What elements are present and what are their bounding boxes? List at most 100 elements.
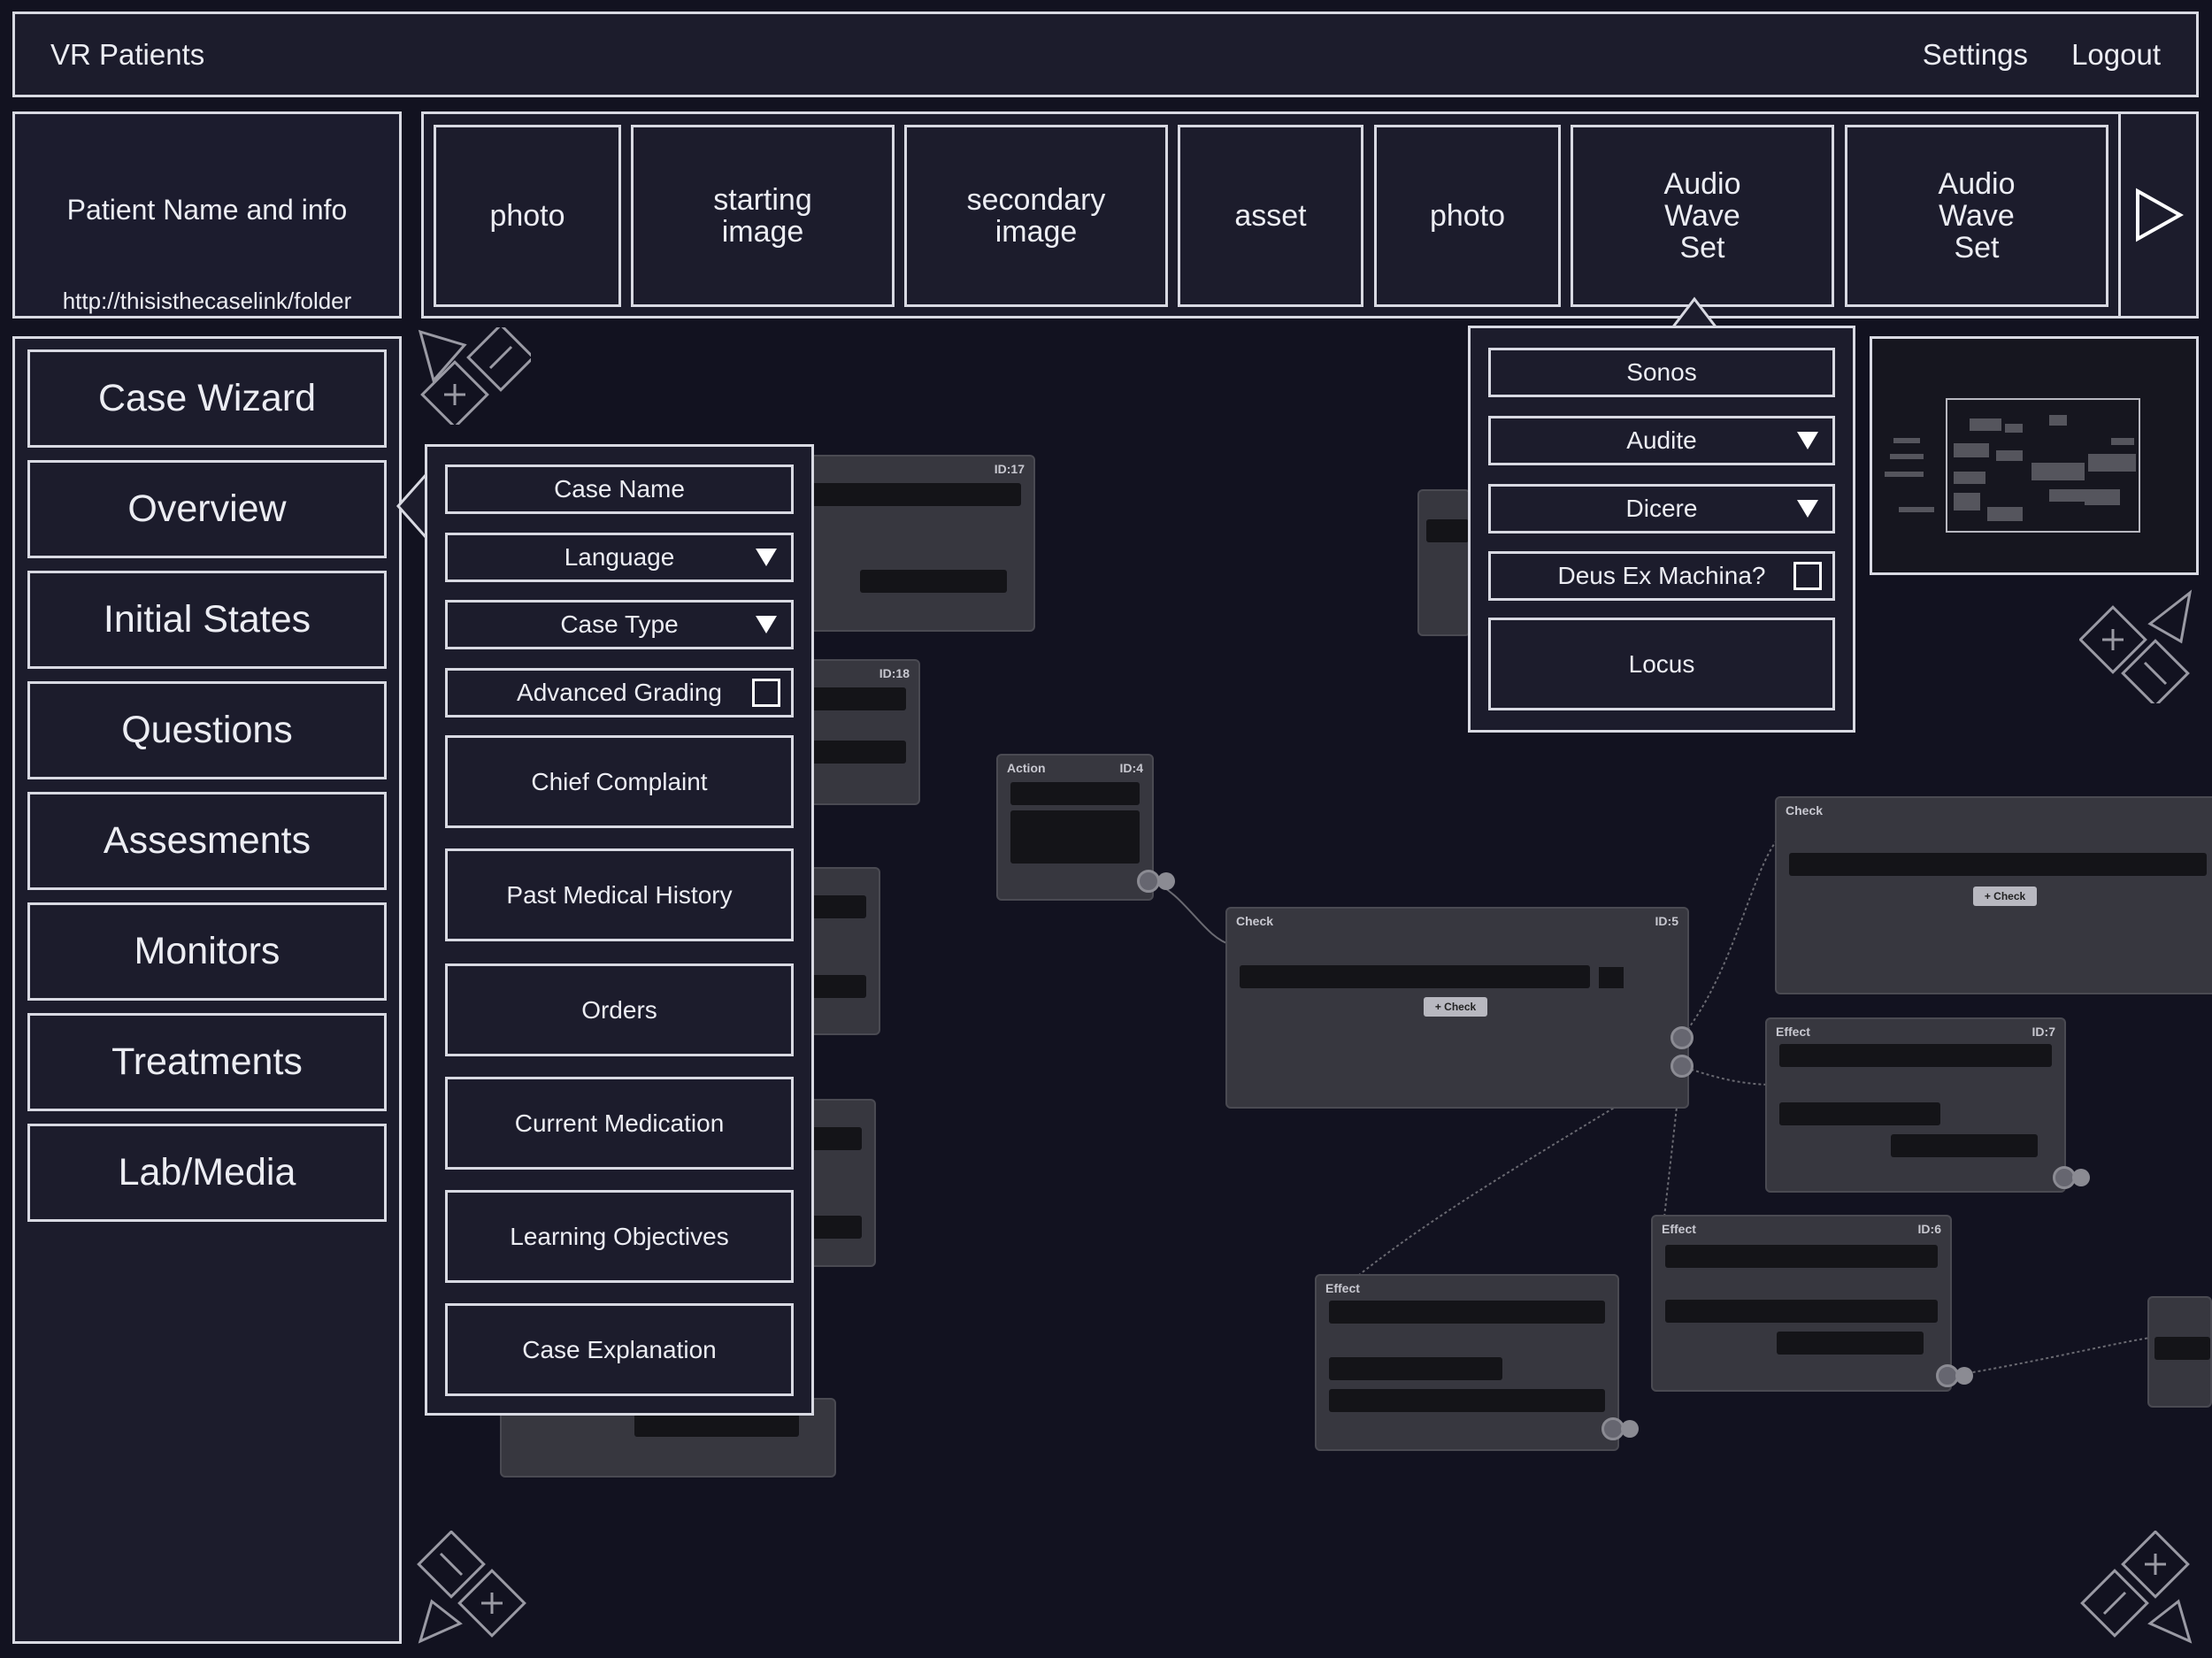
field-label: Current Medication	[514, 1109, 725, 1137]
dropdown-arrow-icon	[756, 616, 777, 633]
locus-field[interactable]: Locus	[1488, 618, 1835, 710]
checkbox-icon[interactable]	[1793, 562, 1822, 590]
advanced-grading-toggle[interactable]: Advanced Grading	[445, 668, 794, 718]
node-title: Check	[1786, 803, 1824, 817]
asset-label: Set	[1954, 231, 2000, 265]
current-medication-field[interactable]: Current Medication	[445, 1077, 794, 1170]
node-id: ID:7	[2032, 1025, 2055, 1039]
field-label: Language	[564, 543, 675, 571]
node-id: ID:4	[1119, 761, 1143, 775]
app-header: VR Patients Settings Logout	[12, 12, 2199, 97]
field-label: Past Medical History	[506, 880, 733, 909]
node-field	[1329, 1389, 1605, 1412]
case-type-select[interactable]: Case Type	[445, 600, 794, 649]
asset-label: Wave	[1664, 199, 1740, 233]
orders-field[interactable]: Orders	[445, 963, 794, 1056]
field-label: Sonos	[1626, 358, 1697, 386]
field-label: Chief Complaint	[531, 767, 708, 795]
checkbox-icon[interactable]	[752, 679, 780, 707]
case-link[interactable]: http://thisisthecaselink/folder	[62, 288, 352, 314]
learning-objectives-field[interactable]: Learning Objectives	[445, 1190, 794, 1283]
zoom-controls-bottom-right[interactable]	[2079, 1531, 2194, 1646]
add-connection-icon[interactable]	[1157, 872, 1175, 890]
graph-node[interactable]	[2147, 1296, 2212, 1408]
graph-node-effect[interactable]: Effect	[1315, 1274, 1619, 1451]
node-title: Effect	[1325, 1281, 1360, 1295]
nav-initial-states[interactable]: Initial States	[27, 571, 387, 669]
strip-next-button[interactable]	[2118, 114, 2196, 316]
chief-complaint-field[interactable]: Chief Complaint	[445, 735, 794, 828]
dropdown-arrow-icon	[756, 549, 777, 566]
graph-node-check[interactable]: Check + Check	[1775, 796, 2212, 994]
add-connection-icon[interactable]	[1621, 1420, 1639, 1438]
audite-select[interactable]: Audite	[1488, 416, 1835, 465]
deus-ex-machina-toggle[interactable]: Deus Ex Machina?	[1488, 551, 1835, 601]
zoom-controls-top-right[interactable]	[2079, 588, 2194, 703]
zoom-controls-top-left[interactable]	[416, 327, 531, 425]
nav-lab-media[interactable]: Lab/Media	[27, 1124, 387, 1222]
node-field	[1779, 1102, 1940, 1125]
audio-wave-set-popup: Sonos Audite Dicere Deus Ex Machina? Loc…	[1468, 326, 1855, 733]
field-label: Orders	[581, 995, 657, 1024]
language-select[interactable]: Language	[445, 533, 794, 582]
graph-node-action[interactable]: Action ID:4	[996, 754, 1154, 901]
add-check-button[interactable]: + Check	[1973, 887, 2037, 906]
settings-link[interactable]: Settings	[1922, 37, 2028, 71]
node-id: ID:17	[994, 462, 1025, 476]
graph-node[interactable]: ID:17	[232, 455, 1035, 632]
nav-assesments[interactable]: Assesments	[27, 792, 387, 890]
nav-questions[interactable]: Questions	[27, 681, 387, 779]
sidebar: Case Wizard Overview Initial States Ques…	[12, 336, 402, 1644]
node-field	[1665, 1245, 1938, 1268]
add-connection-icon[interactable]	[1955, 1367, 1973, 1385]
minimap[interactable]	[1870, 336, 2199, 575]
asset-tile-asset[interactable]: asset	[1178, 125, 1363, 307]
node-delete-icon[interactable]	[1599, 967, 1624, 988]
field-label: Case Name	[554, 475, 685, 503]
node-output-port[interactable]	[1671, 1055, 1694, 1078]
node-field	[793, 483, 1021, 506]
node-output-port[interactable]	[1601, 1417, 1624, 1440]
nav-overview[interactable]: Overview	[27, 460, 387, 558]
node-field	[1777, 1332, 1924, 1355]
nav-treatments[interactable]: Treatments	[27, 1013, 387, 1111]
asset-tile-photo-2[interactable]: photo	[1374, 125, 1561, 307]
graph-node-check[interactable]: Check ID:5 + Check	[1225, 907, 1689, 1109]
asset-label: Wave	[1939, 199, 2015, 233]
add-connection-icon[interactable]	[2072, 1169, 2090, 1186]
field-label: Learning Objectives	[510, 1222, 729, 1250]
zoom-controls-bottom-left[interactable]	[416, 1531, 531, 1646]
nav-monitors[interactable]: Monitors	[27, 902, 387, 1001]
case-explanation-field[interactable]: Case Explanation	[445, 1303, 794, 1396]
asset-label: starting	[713, 183, 812, 217]
patient-info-panel: Patient Name and info http://thisistheca…	[12, 111, 402, 319]
node-output-port[interactable]	[1137, 870, 1160, 893]
node-field	[1891, 1134, 2038, 1157]
node-output-port[interactable]	[1671, 1026, 1694, 1049]
node-title: Check	[1236, 914, 1274, 928]
node-id: ID:5	[1655, 914, 1678, 928]
node-id: ID:6	[1917, 1222, 1941, 1236]
case-name-field[interactable]: Case Name	[445, 464, 794, 514]
graph-node-effect[interactable]: Effect ID:6	[1651, 1215, 1952, 1392]
field-label: Deus Ex Machina?	[1557, 562, 1766, 589]
asset-label: Audio	[1663, 167, 1741, 201]
graph-node[interactable]	[1417, 489, 1471, 636]
nav-case-wizard[interactable]: Case Wizard	[27, 349, 387, 448]
node-field	[1329, 1301, 1605, 1324]
past-medical-history-field[interactable]: Past Medical History	[445, 848, 794, 941]
sonos-field[interactable]: Sonos	[1488, 348, 1835, 397]
node-field	[1426, 519, 1469, 542]
node-field	[1329, 1357, 1502, 1380]
add-check-button[interactable]: + Check	[1424, 997, 1487, 1017]
logout-link[interactable]: Logout	[2071, 37, 2161, 71]
graph-node-effect[interactable]: Effect ID:7	[1765, 1017, 2066, 1193]
field-label: Dicere	[1625, 495, 1698, 522]
dicere-select[interactable]: Dicere	[1488, 484, 1835, 533]
asset-tile-photo[interactable]: photo	[434, 125, 621, 307]
